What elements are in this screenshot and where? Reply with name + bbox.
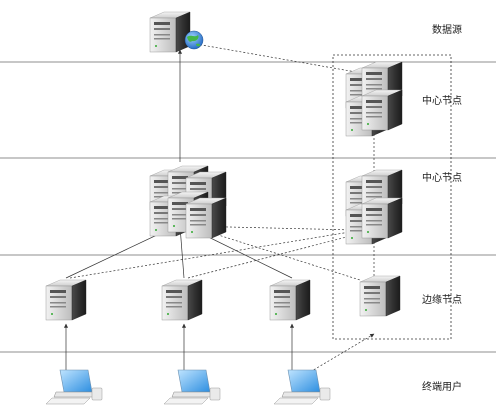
edge-node-3 bbox=[269, 279, 311, 321]
link-source-to-center-top bbox=[195, 43, 357, 73]
center-node-cluster-top bbox=[345, 61, 403, 137]
edge-node-2 bbox=[161, 279, 203, 321]
center-node-cluster-main bbox=[149, 165, 227, 239]
label-center-node-1: 中心节点 bbox=[422, 94, 462, 107]
computer-icon bbox=[45, 369, 103, 405]
edge-node-1 bbox=[45, 279, 87, 321]
data-source-server bbox=[149, 11, 191, 53]
computer-icon bbox=[163, 369, 221, 405]
label-data-source: 数据源 bbox=[432, 23, 462, 36]
link-edge2-to-right-center bbox=[187, 231, 367, 279]
server-icon bbox=[185, 197, 227, 239]
globe-icon bbox=[184, 30, 204, 50]
link-edge1-to-right-center bbox=[69, 229, 363, 279]
label-center-node-2: 中心节点 bbox=[422, 171, 462, 184]
edge-node-right bbox=[359, 275, 401, 317]
link-edge2-to-center bbox=[179, 225, 185, 279]
computer-icon bbox=[273, 369, 331, 405]
server-icon bbox=[361, 89, 403, 131]
server-icon bbox=[361, 197, 403, 239]
label-edge-node: 边缘节点 bbox=[422, 293, 462, 306]
label-end-user: 终端用户 bbox=[422, 380, 462, 393]
center-node-cluster-middle bbox=[345, 169, 403, 245]
tier-dividers bbox=[0, 61, 496, 353]
cdn-boundary-box bbox=[332, 54, 452, 340]
